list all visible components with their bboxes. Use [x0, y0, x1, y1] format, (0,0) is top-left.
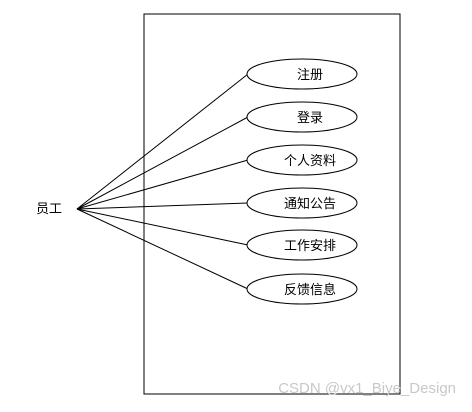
use-case-ellipse [246, 144, 358, 176]
use-case-label: 工作安排 [284, 239, 336, 254]
use-case-label: 通知公告 [284, 196, 336, 212]
association-line [76, 208, 249, 246]
use-case-label: 个人资料 [284, 154, 336, 169]
use-case-ellipse [246, 101, 358, 133]
use-case: 登录 [246, 101, 358, 133]
association-line [76, 208, 249, 290]
use-case: 反馈信息 [246, 273, 358, 305]
association-line [76, 73, 249, 210]
watermark: CSDN @vx1_Biye_Design [278, 380, 456, 397]
use-case-ellipse [246, 187, 358, 219]
use-case: 注册 [246, 58, 358, 90]
association-lines [76, 73, 249, 290]
association-line [76, 116, 249, 210]
use-case: 个人资料 [246, 144, 358, 176]
use-case-ellipse [246, 229, 358, 261]
use-case-ellipse [246, 273, 358, 305]
use-case-label: 注册 [297, 68, 323, 83]
use-case-ellipse [246, 58, 358, 90]
use-case: 通知公告 [246, 187, 358, 219]
use-case: 工作安排 [246, 229, 358, 261]
association-line [76, 202, 249, 210]
use-case-label: 登录 [297, 111, 323, 126]
system-boundary [143, 13, 401, 395]
use-case-label: 反馈信息 [284, 282, 336, 298]
actor-label: 员工 [36, 202, 62, 217]
association-line [76, 159, 249, 210]
